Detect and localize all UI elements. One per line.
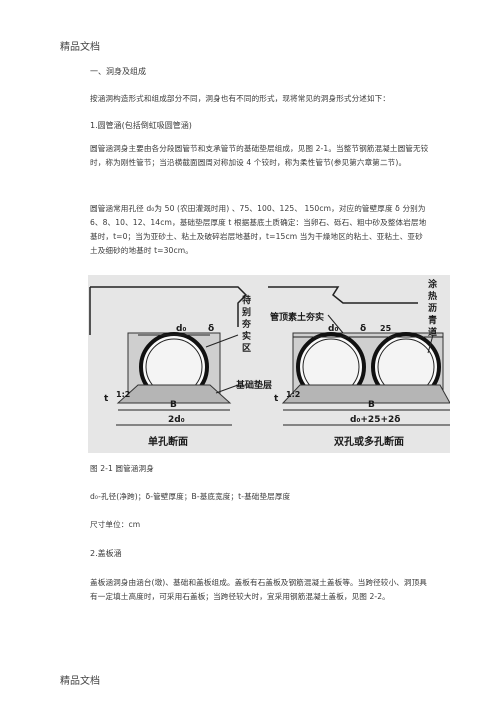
left-cushion-label: 基础垫层	[235, 379, 272, 391]
right-asphalt-char-2: 热	[428, 290, 437, 302]
right-bottom-dim-label: d₀+25+2δ	[350, 415, 400, 425]
right-asphalt-char-3: 沥	[428, 302, 437, 314]
right-fill-label: 管顶素土夯实	[270, 311, 324, 323]
left-d0-label: d₀	[176, 324, 186, 334]
figure-legend: d₀-孔径(净跨)；δ-管壁厚度；B-基底宽度；t-基础垫层厚度	[90, 492, 291, 501]
page-header: 精品文档	[60, 42, 100, 53]
paragraph-slab-culvert: 盖板涵洞身由涵台(墩)、基础和盖板组成。盖板有石盖板及钢筋混凝土盖板等。当跨径较…	[90, 578, 427, 601]
left-t-label: t	[104, 394, 109, 404]
left-special-char-3: 夯	[241, 318, 252, 330]
intro-paragraph: 按涵洞构造形式和组成部分不同，洞身也有不同的形式，现将常见的洞身形式分述如下：	[90, 94, 391, 103]
right-d0-label: d₀	[328, 324, 338, 334]
left-slope-label: 1:2	[116, 390, 130, 399]
left-special-char-5: 区	[242, 343, 251, 354]
right-B-label: B	[368, 400, 375, 410]
right-t-label: t	[274, 394, 279, 404]
right-25-label: 25	[380, 324, 392, 333]
right-asphalt-char-4: 青	[428, 314, 437, 326]
right-delta-label: δ	[360, 324, 366, 334]
right-caption: 双孔或多孔断面	[334, 435, 404, 448]
figure-pipe-culvert-section: d₀ δ 特 别 夯 实 区 基础垫层 1:2 B t 2d₀ 单孔断面 管顶素…	[88, 275, 450, 453]
culvert-section-drawing: d₀ δ 特 别 夯 实 区 基础垫层 1:2 B t 2d₀ 单孔断面 管顶素…	[88, 275, 450, 453]
left-2d0-label: 2d₀	[168, 415, 185, 425]
subheading-pipe-culvert: 1.圆管涵(包括倒虹吸圆管涵)	[90, 121, 192, 130]
unit-note: 尺寸单位：cm	[90, 520, 141, 529]
right-asphalt-char-1: 涂	[428, 278, 438, 290]
paragraph-pipe-composition: 圆管涵洞身主要由各分段圆管节和支承管节的基础垫层组成，见图 2-1。当整节钢筋混…	[90, 144, 429, 167]
paragraph-pipe-dimensions: 圆管涵常用孔径 d₀为 50 (农田灌溉时用) 、75、100、125、 150…	[90, 204, 427, 255]
right-asphalt-char-5: 道	[428, 326, 437, 338]
figure-caption: 图 2-1 圆管涵洞身	[90, 464, 154, 473]
right-slope-label: 1:2	[286, 390, 300, 399]
left-delta-label: δ	[208, 324, 214, 334]
left-B-label: B	[170, 400, 177, 410]
subheading-slab-culvert: 2.盖板涵	[90, 549, 122, 558]
left-special-char-4: 实	[242, 330, 251, 342]
page-footer: 精品文档	[60, 676, 100, 687]
left-special-char-2: 别	[241, 306, 251, 318]
section-heading: 一、洞身及组成	[90, 67, 146, 76]
left-caption: 单孔断面	[148, 435, 188, 448]
left-special-char-1: 特	[242, 294, 251, 306]
